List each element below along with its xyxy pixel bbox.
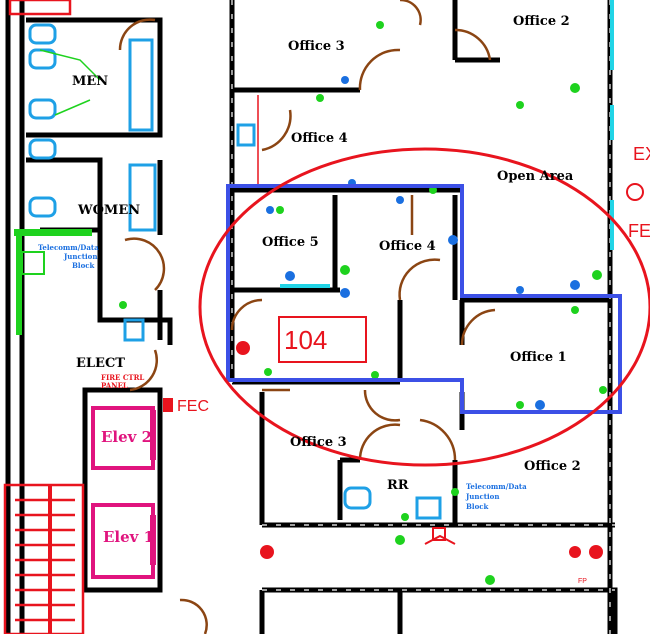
fe-label: FE — [628, 221, 650, 241]
exit-label: EX — [633, 144, 650, 164]
devices — [119, 21, 607, 585]
doors — [118, 0, 496, 634]
telecom-left-3: Block — [72, 261, 95, 270]
fec-label: FEC — [177, 398, 209, 415]
room-label-office2-bottom: Office 2 — [524, 459, 581, 474]
room-label-office2-top: Office 2 — [513, 14, 570, 29]
telecom-left-2: Junction — [63, 252, 97, 261]
elevator-2-label: Elev 2 — [101, 428, 152, 446]
room-label-elect: ELECT — [76, 356, 125, 371]
elevators — [91, 406, 156, 579]
highlight-ellipse — [198, 147, 650, 467]
room-label-office3-top: Office 3 — [288, 39, 345, 54]
room-label-office1: Office 1 — [510, 350, 567, 365]
walls — [5, 0, 618, 634]
room-label-open-area: Open Area — [497, 169, 574, 184]
selection-outline — [226, 184, 622, 414]
telecom-left-1: Telecomm/Data — [38, 243, 99, 252]
restroom-fixtures — [28, 23, 442, 520]
telecom-right-1: Telecomm/Data — [466, 482, 527, 491]
windows — [280, 0, 614, 288]
fire-alarm-symbols — [163, 183, 644, 559]
room-label-men: MEN — [72, 74, 108, 89]
fire-ctrl-label: FIRE CTRL — [101, 373, 144, 382]
room-label-office5: Office 5 — [262, 235, 319, 250]
room-label-office3-bottom: Office 3 — [290, 435, 347, 450]
stairs — [3, 0, 85, 634]
room-label-office4-top: Office 4 — [291, 131, 348, 146]
fire-ctrl-panel-label: PANEL — [101, 381, 128, 390]
room-label-women: WOMEN — [77, 203, 140, 218]
room-label-rr: RR — [387, 478, 409, 493]
elevator-1-label: Elev 1 — [103, 528, 154, 546]
fp-label: FP — [578, 578, 587, 585]
room-label-office4-mid: Office 4 — [379, 239, 436, 254]
telecom-right-2: Junction — [465, 492, 499, 501]
electrical-panel — [14, 229, 92, 335]
room-number: 104 — [284, 325, 327, 355]
telecom-right-3: Block — [466, 502, 489, 511]
room-number-box — [278, 316, 367, 363]
